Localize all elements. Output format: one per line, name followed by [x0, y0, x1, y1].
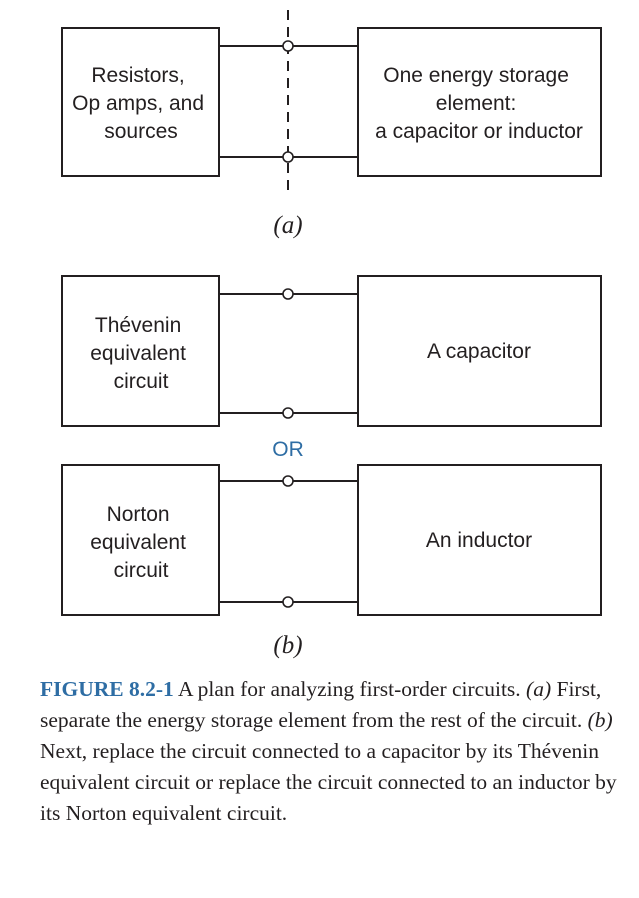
bottom-terminal-a — [282, 151, 294, 163]
part-a-label: (a) — [273, 212, 302, 239]
top-terminal-thevenin — [282, 288, 294, 300]
top-terminal-norton — [282, 475, 294, 487]
caption-tag-a: (a) — [526, 677, 552, 701]
storage-line-2: element: — [436, 92, 517, 115]
resistive-circuit-label: Resistors, Op amps, and sources — [72, 64, 210, 143]
part-b-thevenin: Thévenin equivalent circuit A capacitor — [61, 275, 602, 427]
norton-box — [61, 464, 220, 616]
figure-caption: FIGURE 8.2-1 A plan for analyzing first-… — [40, 674, 632, 829]
thevenin-line-2: equivalent — [90, 342, 186, 365]
thevenin-line-1: Thévenin — [95, 314, 181, 337]
inductor-label: An inductor — [426, 529, 532, 552]
figure-label: FIGURE 8.2-1 — [40, 677, 174, 701]
resistive-line-2: Op amps, and — [72, 92, 204, 115]
norton-line-1: Norton — [107, 503, 170, 526]
energy-storage-box — [357, 27, 602, 177]
capacitor-label: A capacitor — [427, 340, 531, 363]
resistive-line-1: Resistors, — [91, 64, 184, 87]
bottom-terminal-thevenin — [282, 407, 294, 419]
caption-text-1: A plan for analyzing first-order circuit… — [173, 677, 527, 701]
thevenin-label: Thévenin equivalent circuit — [90, 314, 192, 393]
thevenin-box — [61, 275, 220, 427]
circuit-plan-diagram: Resistors, Op amps, and sources One ener… — [61, 10, 602, 659]
norton-line-3: circuit — [114, 559, 169, 582]
caption-tag-b: (b) — [587, 708, 613, 732]
caption-text-2: First, separate the energy storage eleme… — [40, 677, 602, 732]
resistive-line-3: sources — [104, 120, 178, 143]
bottom-terminal-norton — [282, 596, 294, 608]
capacitor-box — [357, 275, 602, 427]
part-b-norton: Norton equivalent circuit An inductor — [61, 464, 602, 616]
resistive-circuit-box — [61, 27, 220, 177]
part-b-label: (b) — [273, 632, 302, 659]
thevenin-line-3: circuit — [114, 370, 169, 393]
or-separator: OR — [272, 438, 304, 461]
caption-text-3: Next, replace the circuit connected to a… — [40, 739, 617, 825]
part-a: Resistors, Op amps, and sources One ener… — [61, 10, 602, 239]
inductor-box — [357, 464, 602, 616]
norton-line-2: equivalent — [90, 531, 186, 554]
energy-storage-label: One energy storage element: a capacitor … — [375, 64, 583, 143]
storage-line-1: One energy storage — [383, 64, 569, 87]
top-terminal-a — [282, 40, 294, 52]
norton-label: Norton equivalent circuit — [90, 503, 192, 582]
storage-line-3: a capacitor or inductor — [375, 120, 583, 143]
